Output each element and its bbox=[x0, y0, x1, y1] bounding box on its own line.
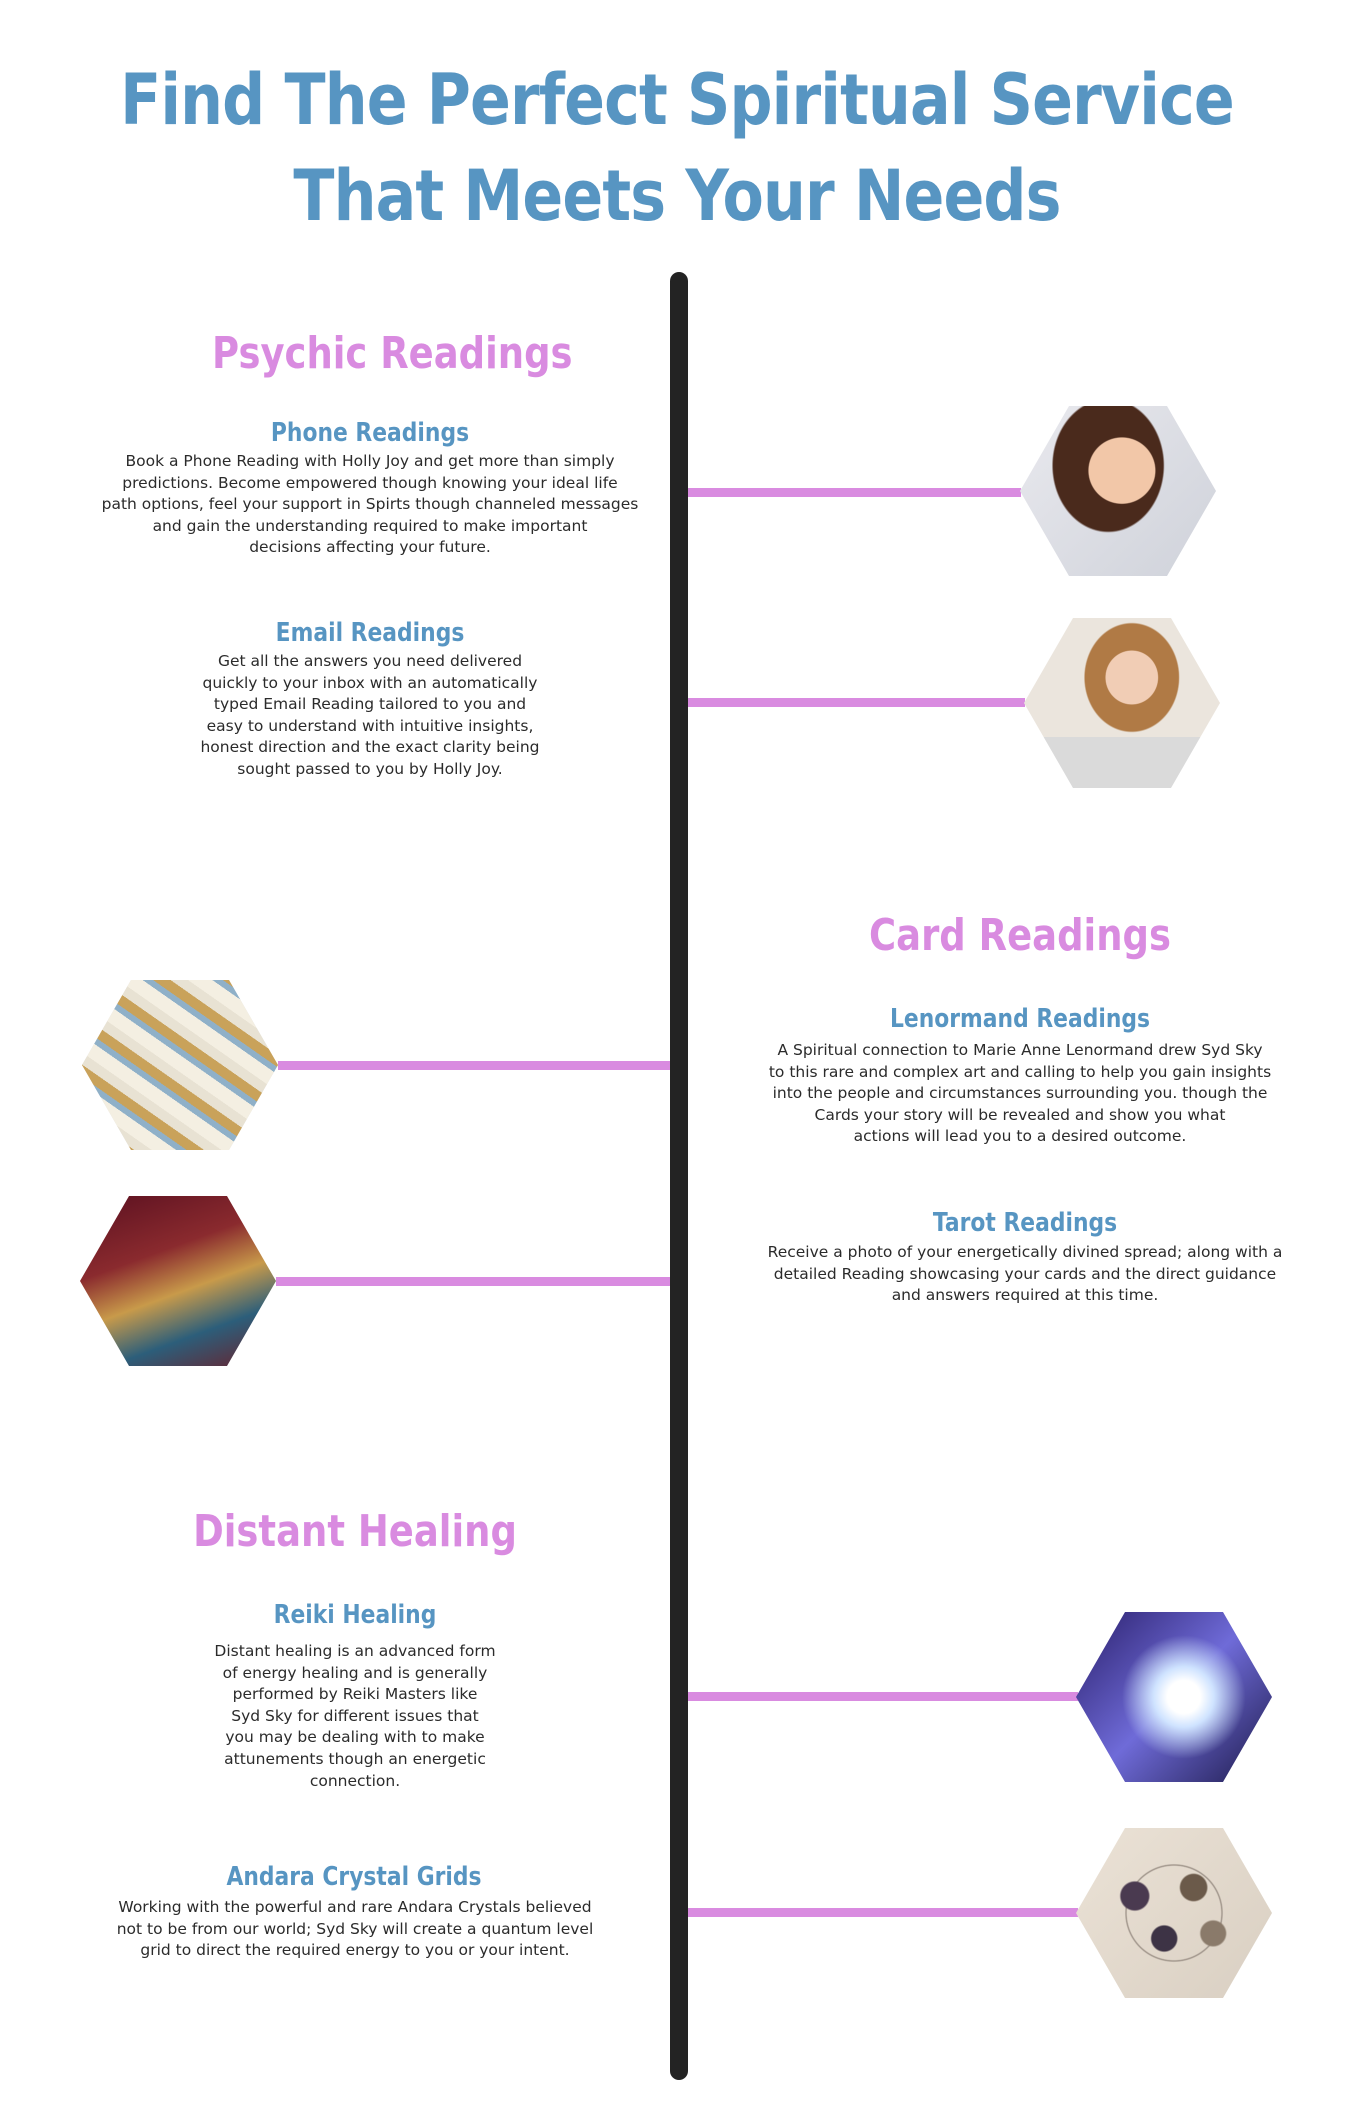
connector-lenormand-readings bbox=[278, 1061, 670, 1070]
service-title-reiki-healing: Reiki Healing bbox=[273, 1600, 437, 1630]
crystal-grid-image bbox=[1076, 1828, 1272, 1998]
page-title: Find The Perfect Spiritual Service That … bbox=[95, 52, 1259, 244]
service-title-andara-crystal-grids: Andara Crystal Grids bbox=[226, 1862, 482, 1892]
service-text-phone-readings: Book a Phone Reading with Holly Joy and … bbox=[101, 452, 639, 557]
section-title-psychic-readings: Psychic Readings bbox=[212, 328, 573, 379]
service-text-tarot-readings: Receive a photo of your energetically di… bbox=[767, 1243, 1283, 1305]
timeline-spine bbox=[670, 272, 688, 2080]
page-title-line-2: That Meets Your Needs bbox=[293, 155, 1061, 237]
page-title-line-1: Find The Perfect Spiritual Service bbox=[120, 59, 1235, 141]
connector-reiki-healing bbox=[688, 1692, 1078, 1701]
tarot-cards-image bbox=[80, 1196, 276, 1366]
connector-phone-readings bbox=[688, 488, 1021, 497]
service-title-tarot-readings: Tarot Readings bbox=[932, 1208, 1118, 1238]
woman-on-phone-image bbox=[1020, 406, 1216, 576]
service-title-phone-readings: Phone Readings bbox=[270, 418, 470, 448]
connector-tarot-readings bbox=[276, 1277, 670, 1286]
connector-email-readings bbox=[688, 698, 1025, 707]
woman-at-laptop-image bbox=[1024, 618, 1220, 788]
service-text-andara-crystal-grids: Working with the powerful and rare Andar… bbox=[116, 1898, 594, 1960]
service-text-reiki-healing: Distant healing is an advanced form of e… bbox=[214, 1642, 496, 1790]
connector-andara-crystal-grids bbox=[688, 1908, 1078, 1917]
lenormand-cards-image bbox=[82, 980, 278, 1150]
service-title-lenormand-readings: Lenormand Readings bbox=[889, 1004, 1151, 1034]
glowing-hands-image bbox=[1076, 1612, 1272, 1782]
section-title-card-readings: Card Readings bbox=[869, 910, 1171, 961]
service-title-email-readings: Email Readings bbox=[275, 618, 465, 648]
service-text-lenormand-readings: A Spiritual connection to Marie Anne Len… bbox=[768, 1041, 1272, 1146]
section-title-distant-healing: Distant Healing bbox=[193, 1506, 517, 1557]
service-text-email-readings: Get all the answers you need delivered q… bbox=[200, 652, 540, 778]
